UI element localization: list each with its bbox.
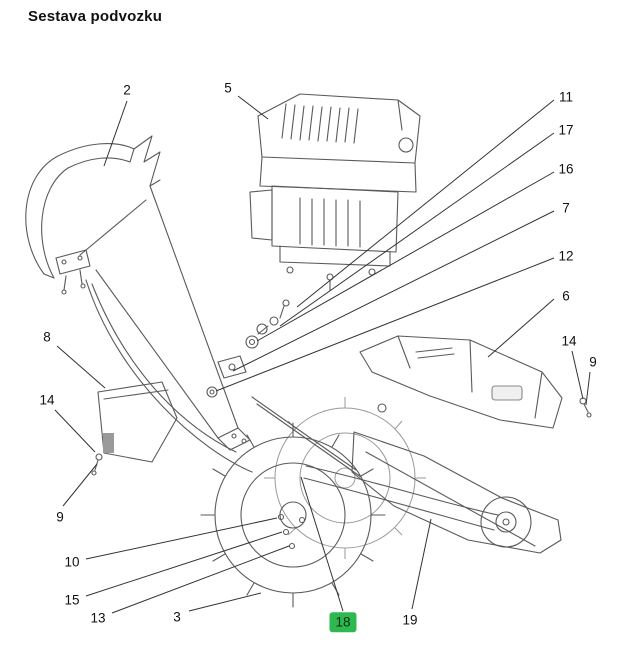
leader-line-9	[62, 463, 98, 507]
front-wheel-drawing	[200, 422, 386, 608]
hardware-drawing	[206, 299, 290, 398]
handlebar-drawing	[25, 135, 253, 473]
part-label-18-highlighted: 18	[329, 612, 357, 632]
part-label-13: 13	[90, 610, 106, 626]
part-label-15: 15	[64, 592, 80, 608]
fender-drawing	[91, 381, 178, 476]
leader-line-5	[237, 95, 269, 120]
leader-line-10	[85, 517, 278, 560]
part-label-2: 2	[123, 82, 131, 98]
leader-line-18	[300, 476, 344, 612]
part-label-11: 11	[558, 89, 574, 105]
leader-line-2	[103, 100, 128, 167]
leader-line-3	[188, 592, 262, 612]
part-label-16: 16	[558, 161, 574, 177]
part-label-5: 5	[224, 80, 232, 96]
leader-line-6	[487, 298, 555, 358]
part-label-14: 14	[39, 392, 55, 408]
leader-lines	[54, 95, 591, 614]
part-label-17: 17	[558, 122, 574, 138]
leader-line-8	[56, 345, 106, 389]
housing-drawing	[251, 335, 592, 554]
leader-line-19	[411, 518, 432, 610]
leader-line-14	[571, 350, 584, 400]
leader-line-13	[111, 545, 290, 614]
leader-line-15	[85, 531, 283, 597]
part-label-10: 10	[64, 554, 80, 570]
engine-drawing	[249, 93, 421, 291]
part-label-9: 9	[589, 354, 597, 370]
page-title: Sestava podvozku	[28, 8, 163, 25]
leader-line-17	[279, 132, 555, 327]
part-label-12: 12	[558, 248, 574, 264]
leader-line-14	[54, 409, 96, 453]
part-label-6: 6	[562, 288, 570, 304]
part-label-8: 8	[43, 329, 51, 345]
part-label-9: 9	[56, 509, 64, 525]
part-label-14: 14	[561, 333, 577, 349]
rear-wheel-drawing	[264, 397, 426, 559]
part-label-19: 19	[402, 612, 418, 628]
part-label-7: 7	[562, 200, 570, 216]
leader-line-12	[215, 257, 555, 392]
leader-line-9	[585, 371, 591, 406]
leader-line-16	[256, 171, 555, 342]
part-label-3: 3	[173, 609, 181, 625]
leader-line-7	[232, 210, 555, 372]
leader-line-11	[296, 99, 555, 308]
